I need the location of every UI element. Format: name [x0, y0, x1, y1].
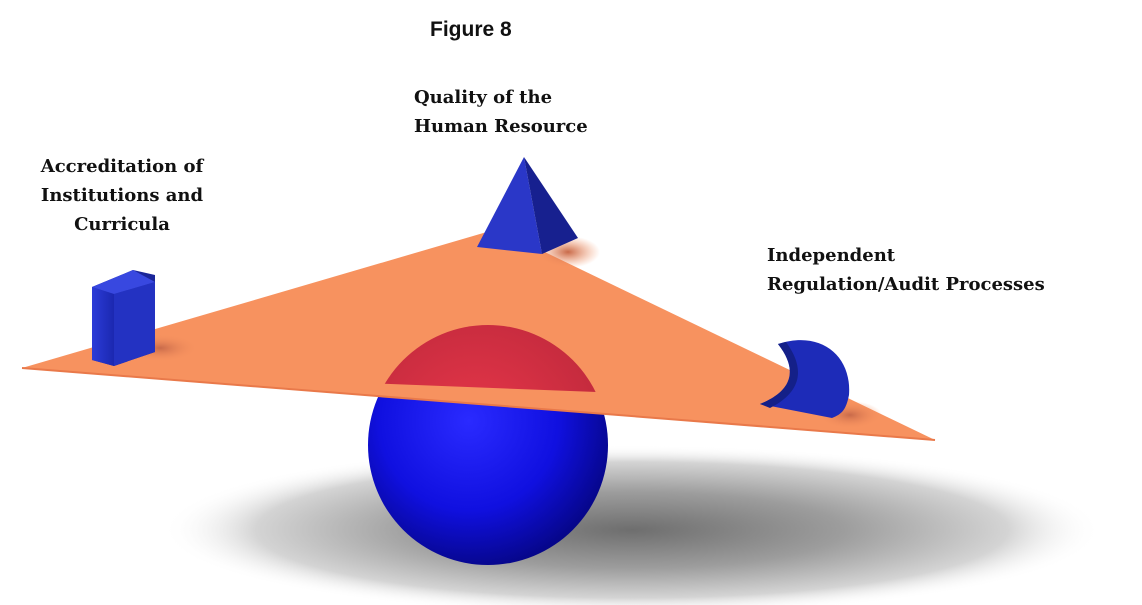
- half-cylinder-shape: [760, 340, 850, 418]
- label-line: Human Resource: [414, 116, 588, 137]
- label-quality-human-resource: Quality of the Human Resource: [414, 83, 588, 141]
- pyramid-shape: [477, 157, 578, 254]
- label-line: Regulation/Audit Processes: [767, 274, 1045, 295]
- label-line: Curricula: [74, 214, 170, 235]
- label-independent-regulation: Independent Regulation/Audit Processes: [767, 241, 1045, 299]
- sphere-overlap: [368, 325, 608, 413]
- box-shape: [92, 270, 155, 366]
- label-line: Institutions and: [40, 185, 204, 206]
- label-line: Independent: [767, 245, 896, 266]
- label-accreditation: Accreditation of Institutions and Curric…: [5, 152, 239, 239]
- label-line: Accreditation of: [40, 156, 204, 177]
- label-line: Quality of the: [414, 87, 553, 108]
- figure-title: Figure 8: [430, 18, 512, 41]
- ground-shadow: [162, 445, 1102, 605]
